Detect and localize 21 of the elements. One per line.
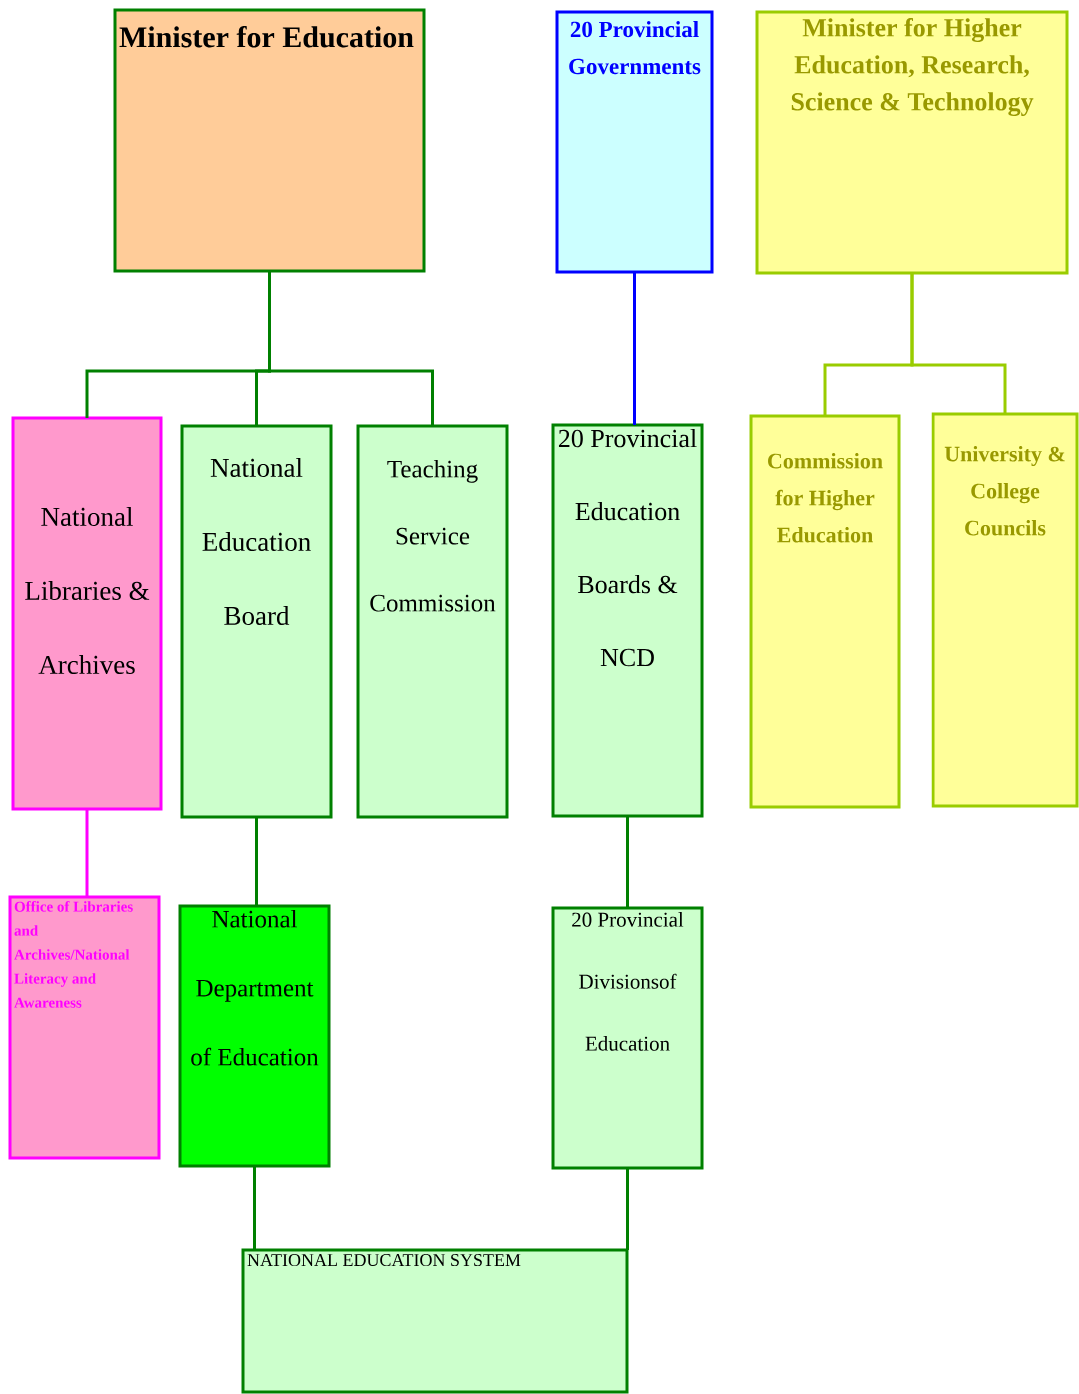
connector-line [255, 817, 258, 906]
connector-line [910, 273, 1007, 414]
org-box: Office of Libraries and Archives/National Literacy and Awareness [8, 895, 161, 1160]
org-box: 20 Provincial Education Boards & NCD [551, 423, 704, 818]
org-box: University & College Councils [931, 412, 1079, 808]
org-box: Commission for Higher Education [749, 414, 901, 809]
org-box: National Education Board [180, 424, 333, 819]
org-box: 20 Provincial Divisionsof Education [551, 906, 704, 1170]
org-box: National Department of Education [178, 904, 331, 1168]
org-box: Minister for Higher Education, Research, Science & Technology [755, 10, 1069, 275]
org-box: Minister for Education [113, 8, 426, 273]
connector-line [633, 272, 636, 425]
connector-line [626, 1168, 629, 1250]
org-box: NATIONAL EDUCATION SYSTEM [241, 1248, 629, 1394]
connector-line [253, 1166, 256, 1250]
org-box: National Libraries & Archives [11, 416, 163, 811]
org-box: Teaching Service Commission [356, 424, 509, 819]
connector-line [268, 271, 434, 426]
connector-line [626, 816, 629, 908]
connector-line [85, 809, 89, 897]
org-box: 20 Provincial Governments [555, 10, 714, 274]
